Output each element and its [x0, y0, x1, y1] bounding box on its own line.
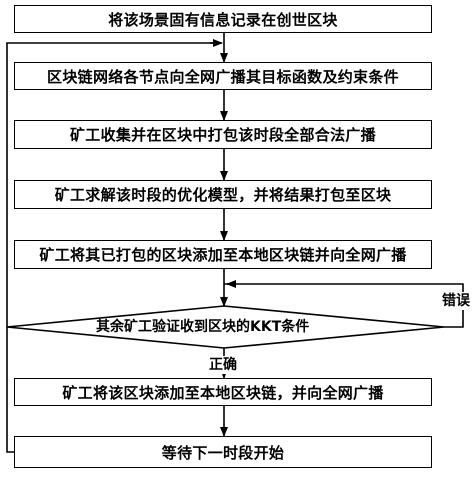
step-broadcast-objectives: 区块链网络各节点向全网广播其目标函数及约束条件	[14, 62, 432, 90]
step-solve-model: 矿工求解该时段的优化模型，并将结果打包至区块	[14, 180, 432, 209]
step-genesis-record: 将该场景固有信息记录在创世区块	[14, 5, 432, 33]
branch-error-label: 错误	[442, 292, 470, 310]
decision-diamond	[6, 305, 445, 349]
step-collect-broadcasts: 矿工收集并在区块中打包该时段全部合法广播	[14, 120, 432, 149]
step-add-block-broadcast: 矿工将其已打包的区块添加至本地区块链并向全网广播	[14, 240, 432, 269]
step-wait-next-period: 等待下一时段开始	[14, 436, 432, 468]
main-loop-line	[6, 42, 215, 453]
step-append-local-chain: 矿工将该区块添加至本地区块链，并向全网广播	[14, 378, 432, 406]
decision-label: 其余矿工验证收到区块的KKT条件	[96, 319, 310, 335]
branch-correct-label: 正确	[208, 356, 238, 374]
